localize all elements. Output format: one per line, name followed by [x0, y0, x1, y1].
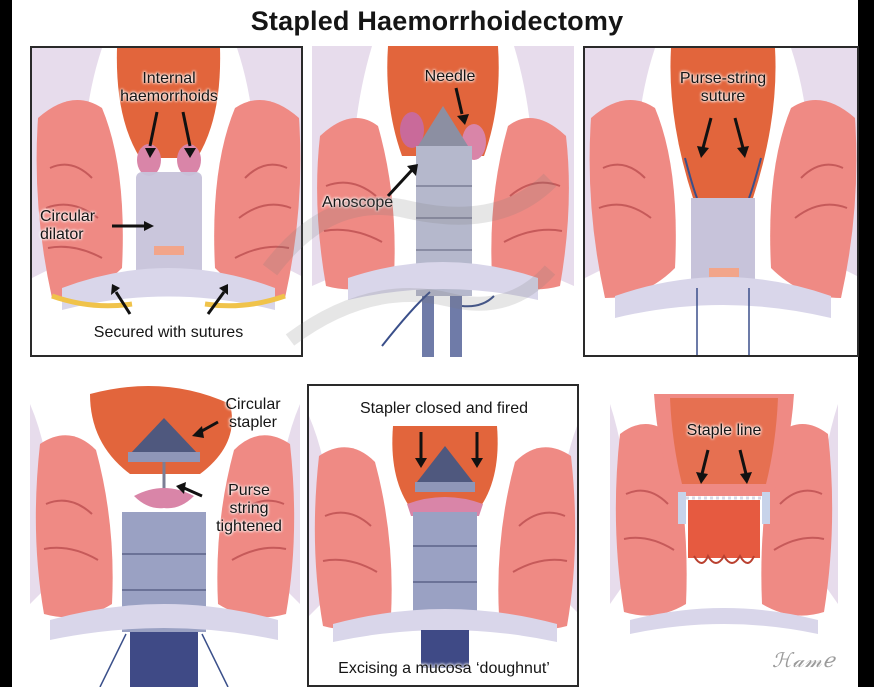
label-circular-stapler: Circular stapler — [210, 396, 296, 432]
anatomy-illustration-stapler-fired — [309, 386, 579, 687]
label-internal-haemorrhoids: Internal haemorrhoids — [94, 70, 244, 106]
panel-anoscope-needle: Needle Anoscope — [312, 46, 574, 357]
label-stapler-closed-fired: Stapler closed and fired — [315, 400, 573, 418]
panel-staple-line: Staple line — [590, 384, 858, 646]
label-secured-with-sutures: Secured with sutures — [46, 324, 291, 342]
label-excising-mucosa-doughnut: Excising a mucosa ‘doughnut’ — [313, 660, 575, 678]
panel-circular-stapler: Circular stapler Purse string tightened — [30, 384, 300, 687]
label-purse-string-suture: Purse-string suture — [643, 70, 803, 106]
figure-title: Stapled Haemorrhoidectomy — [0, 6, 874, 37]
label-needle: Needle — [410, 68, 490, 86]
label-anoscope: Anoscope — [322, 194, 393, 212]
artist-signature: ℋ𝒶𝓂ℯ — [772, 648, 836, 672]
panel-stapler-closed-fired: Stapler closed and fired Excising a muco… — [307, 384, 579, 687]
label-staple-line: Staple line — [674, 422, 774, 440]
label-circular-dilator: Circular dilator — [40, 208, 95, 244]
panel-internal-haemorrhoids: Internal haemorrhoids Circular dilator S… — [30, 46, 303, 357]
label-purse-string-tightened: Purse string tightened — [202, 482, 296, 536]
panel-purse-string-suture: Purse-string suture — [583, 46, 859, 357]
